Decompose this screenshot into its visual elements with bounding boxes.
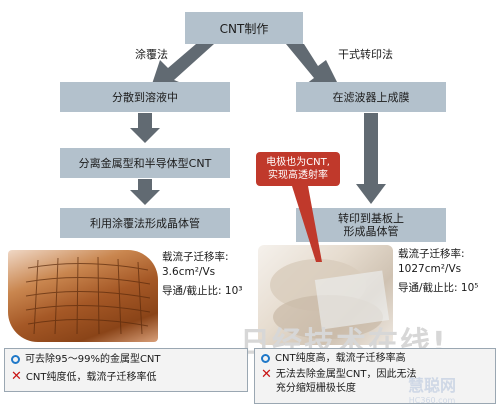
- title-box: CNT制作: [185, 12, 303, 44]
- hc360-logo-text: 慧聪网: [408, 376, 457, 395]
- left-branch-label: 涂覆法: [135, 48, 168, 61]
- callout-bubble: 电极也为CNT, 实现高透射率: [256, 152, 340, 186]
- right-step-1: 在滤波器上成膜: [296, 82, 446, 112]
- title-text: CNT制作: [219, 21, 269, 36]
- left-con-row: ✕CNT纯度低，载流子迁移率低: [11, 370, 241, 385]
- right-onoff-ratio: 导通/截止比: 10⁵: [398, 282, 479, 294]
- down-arrows: [130, 113, 386, 205]
- circle-icon: [261, 353, 270, 363]
- left-mobility-value: 3.6cm²/Vs: [162, 266, 216, 278]
- left-down-arrow-2: [130, 179, 160, 205]
- right-device-photo: [258, 245, 393, 345]
- hc360-watermark: 慧聪网 HC360.com: [408, 372, 456, 405]
- callout-pointer: [292, 186, 322, 262]
- right-pro-row: CNT纯度高，载流子迁移率高: [261, 352, 489, 366]
- branch-arrows: [152, 44, 338, 84]
- left-step-1-text: 分散到溶液中: [112, 91, 178, 104]
- right-mobility-label: 载流子迁移率:: [398, 248, 465, 260]
- left-pro-row: 可去除95～99%的金属型CNT: [11, 353, 241, 367]
- left-pros-cons: 可去除95～99%的金属型CNT ✕CNT纯度低，载流子迁移率低: [4, 348, 248, 392]
- right-pros-cons: CNT纯度高，载流子迁移率高 ✕无法去除金属型CNT，因此无法充分缩短栅极长度: [254, 348, 496, 404]
- right-branch-label: 干式转印法: [338, 48, 393, 61]
- transistor-array-pattern: [25, 256, 151, 335]
- hc360-url-text: HC360.com: [408, 396, 456, 405]
- left-down-arrow-1: [130, 113, 160, 143]
- left-step-2-text: 分离金属型和半导体型CNT: [78, 157, 212, 170]
- callout-text: 电极也为CNT, 实现高透射率: [266, 157, 330, 181]
- right-step-2-text: 转印到基板上 形成晶体管: [338, 212, 404, 238]
- right-mobility-value: 1027cm²/Vs: [398, 263, 462, 275]
- right-step-2: 转印到基板上 形成晶体管: [296, 208, 446, 242]
- left-mobility-label: 载流子迁移率:: [162, 251, 229, 263]
- left-pro-text: 可去除95～99%的金属型CNT: [25, 354, 161, 365]
- circle-icon: [11, 354, 20, 364]
- left-device-photo: [8, 250, 158, 342]
- left-step-3-text: 利用涂覆法形成晶体管: [90, 217, 200, 230]
- right-con-text: 无法去除金属型CNT，因此无法充分缩短栅极长度: [275, 369, 417, 394]
- right-pro-text: CNT纯度高，载流子迁移率高: [275, 353, 406, 364]
- left-branch-arrow: [152, 44, 214, 84]
- right-down-arrow: [356, 113, 386, 204]
- left-step-3: 利用涂覆法形成晶体管: [60, 208, 230, 238]
- right-step-1-text: 在滤波器上成膜: [332, 91, 410, 104]
- left-step-1: 分散到溶液中: [60, 82, 230, 112]
- transparent-film-illustration: [270, 259, 390, 339]
- left-onoff-ratio: 导通/截止比: 10³: [162, 285, 243, 297]
- right-branch-arrow: [286, 44, 338, 84]
- cross-icon: ✕: [261, 367, 272, 382]
- cross-icon: ✕: [11, 369, 22, 384]
- left-con-text: CNT纯度低，载流子迁移率低: [25, 372, 157, 383]
- right-con-row: ✕无法去除金属型CNT，因此无法充分缩短栅极长度: [261, 368, 489, 396]
- left-step-2: 分离金属型和半导体型CNT: [60, 148, 230, 178]
